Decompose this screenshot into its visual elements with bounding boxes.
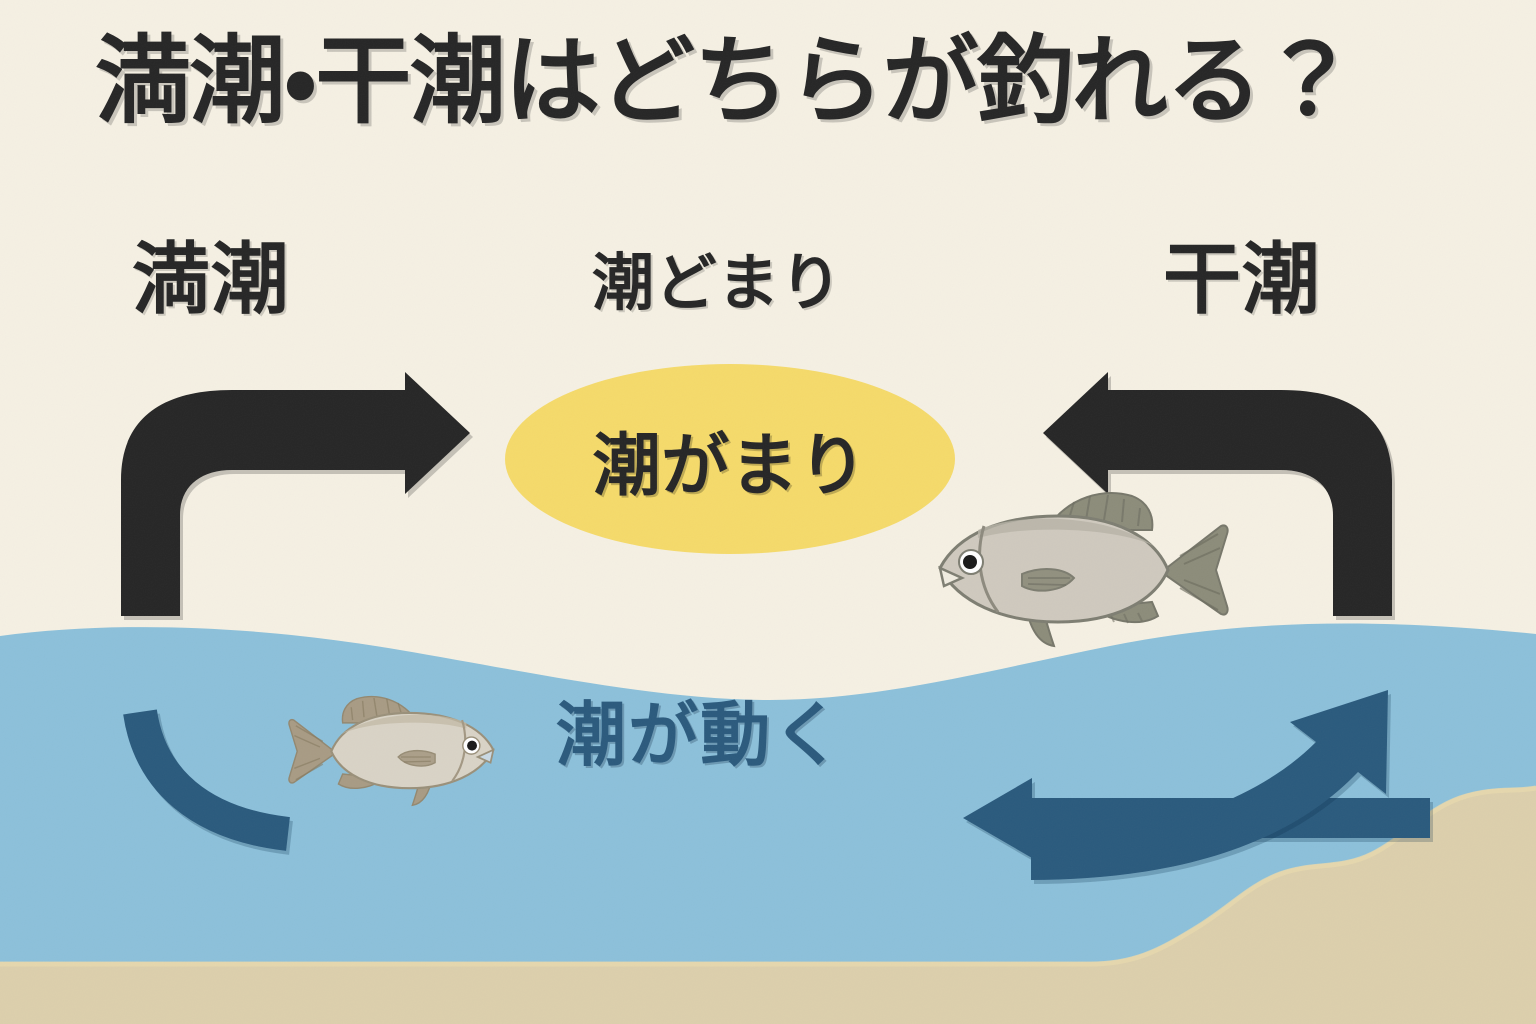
label-slack-tide: 潮どまり: [592, 249, 843, 318]
fish-tail: [1163, 524, 1229, 616]
label-low-tide: 干潮: [1163, 235, 1321, 323]
label-high-tide: 満潮: [132, 235, 290, 323]
current-up-arrow: [1031, 690, 1388, 880]
badge-label: 潮がまり: [592, 427, 868, 504]
fish-above-water: [938, 492, 1229, 648]
fish-underwater-group: [288, 695, 495, 807]
label-tide-moving: 潮が動く: [556, 696, 845, 774]
page-title: 満潮・干潮はどちらが釣れる？: [95, 28, 1357, 135]
fish-eye-pupil: [467, 740, 478, 751]
slack-tide-badge: 潮がまり: [505, 364, 955, 554]
fish-above-water-group: [938, 492, 1229, 648]
current-left-stroke: [123, 709, 291, 851]
fish-eye-pupil: [963, 555, 977, 569]
fish-tail: [288, 718, 335, 784]
fish-underwater: [288, 695, 495, 807]
